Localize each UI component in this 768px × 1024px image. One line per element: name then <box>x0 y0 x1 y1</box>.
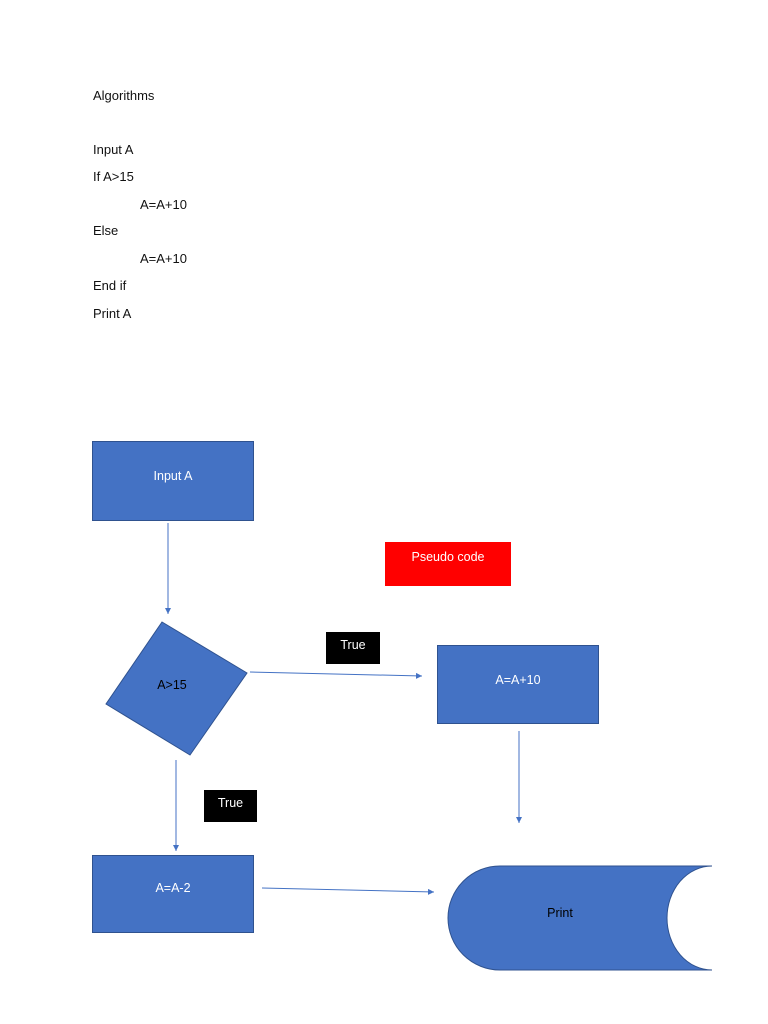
pseudo-code-callout: Pseudo code <box>385 542 511 586</box>
true-label-right: True <box>326 632 380 664</box>
pseudocode-line-4: Else <box>93 223 119 238</box>
pseudocode-line-1: Input A <box>93 142 134 157</box>
decision-diamond <box>105 621 248 756</box>
pseudocode-line-3: A=A+10 <box>140 197 187 212</box>
pseudocode-line-6: End if <box>93 278 127 293</box>
arrow-down-to-print <box>261 887 435 895</box>
process-box-down: A=A-2 <box>92 855 254 933</box>
true-label-down: True <box>204 790 257 822</box>
print-label: Print <box>547 906 573 920</box>
process-box-right: A=A+10 <box>437 645 599 724</box>
pseudocode-line-7: Print A <box>93 306 132 321</box>
input-box: Input A <box>92 441 254 521</box>
heading-algorithms: Algorithms <box>93 88 155 103</box>
pseudocode-line-5: A=A+10 <box>140 251 187 266</box>
pseudocode-line-2: If A>15 <box>93 169 134 184</box>
print-shape <box>447 865 713 971</box>
decision-label: A>15 <box>157 678 187 692</box>
arrow-decision-to-right <box>249 671 423 679</box>
